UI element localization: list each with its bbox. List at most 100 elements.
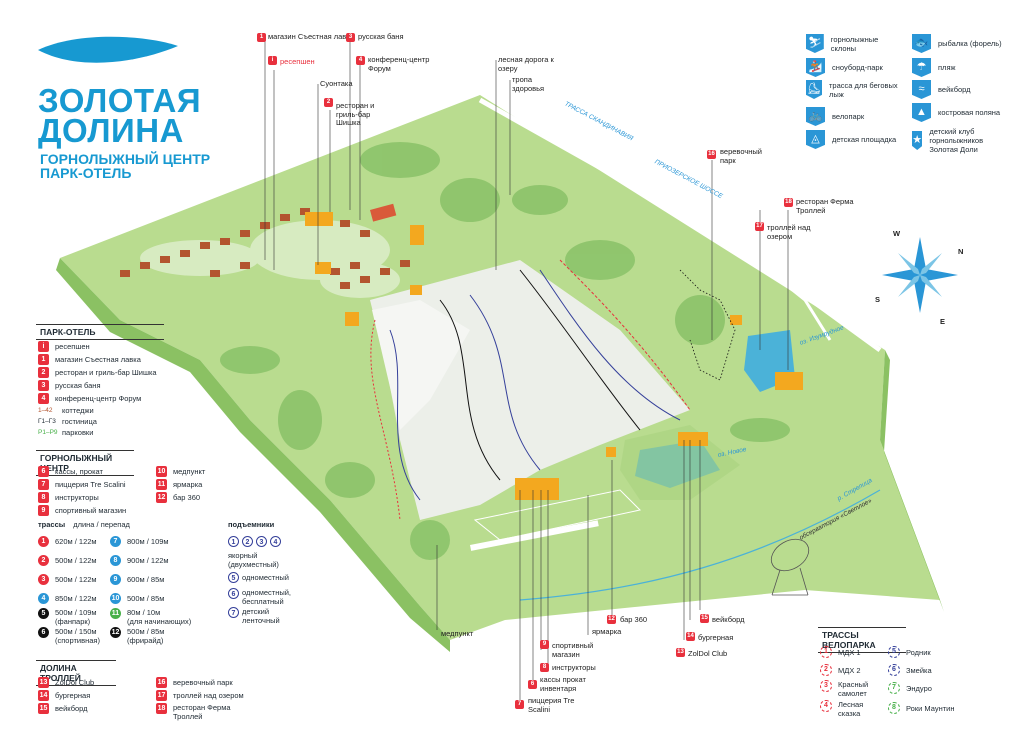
map-label-instructors: инструкторы [552, 663, 596, 672]
map-pin[interactable]: 12 [607, 615, 616, 624]
compass-s: S [875, 295, 881, 304]
map-pin[interactable]: i [268, 56, 277, 65]
trail-note: (фрирайд) [127, 636, 164, 645]
lift-marker: 6 [228, 588, 239, 599]
map-pin[interactable]: 4 [356, 56, 365, 65]
bike-trail-label: Змейка [906, 665, 932, 675]
map-pin[interactable]: 17 [755, 222, 764, 231]
pin-marker: 12 [156, 492, 167, 503]
bike-trail-marker: 4 [820, 700, 832, 712]
legend-label: конференц-центр Форум [55, 394, 142, 403]
pin-marker: 18 [156, 703, 167, 714]
legend-label: бар 360 [173, 493, 201, 502]
map-label-suontaka: Суонтака [320, 79, 353, 88]
fishing-icon: 🐟 [912, 34, 931, 53]
activity-item: ★детский клуб горнолыжников Золотая Доли [912, 127, 1012, 154]
trail-marker: 7 [110, 536, 121, 547]
campfire-icon: ▲ [912, 103, 931, 122]
map-pin[interactable]: 6 [528, 680, 537, 689]
map-label-rope-park: веревочный парк [720, 147, 762, 165]
pin-marker: 10 [156, 466, 167, 477]
playground-icon: ◬ [806, 130, 825, 149]
map-label-shop: магазин Съестная лавка [268, 32, 354, 41]
brand-subtitle: ГОРНОЛЫЖНЫЙ ЦЕНТР ПАРК-ОТЕЛЬ [40, 152, 210, 180]
skier-icon: ⛷ [806, 34, 824, 53]
cross-country-ski-icon: ⛸ [806, 80, 822, 99]
map-pin[interactable]: 13 [676, 648, 685, 657]
observatory-dish-icon [770, 538, 810, 596]
compass-e: E [940, 317, 946, 326]
map-pin[interactable]: 9 [540, 640, 549, 649]
pin-marker: 2 [38, 367, 49, 378]
map-label-wake: вейкборд [712, 615, 745, 624]
legend-item: 18 ресторан Ферма Троллей [156, 703, 243, 721]
legend-item: 12 бар 360 [156, 492, 200, 503]
pin-marker: 7 [38, 479, 49, 490]
trail-length: 500м / 85м [127, 627, 165, 636]
compass-icon [882, 237, 958, 313]
map-terrain-edge [56, 258, 450, 652]
map-pin[interactable]: 2 [324, 98, 333, 107]
pin-marker: 17 [156, 690, 167, 701]
bike-trail-label: Эндуро [906, 683, 932, 693]
pin-marker: 11 [156, 479, 167, 490]
legend-label: гостиница [62, 417, 97, 426]
activity-item: ⛷горнолыжные склоны [806, 34, 901, 53]
trail-marker: 12 [110, 627, 121, 638]
brand-title-line1: ЗОЛОТАЯ [38, 82, 202, 119]
lift-label: одноместный, бесплатный [242, 588, 292, 606]
bike-icon: 🚲 [806, 107, 825, 126]
map-pin[interactable]: 14 [686, 632, 695, 641]
pin-marker: 6 [38, 466, 49, 477]
activity-label: детский клуб горнолыжников Золотая Доли [929, 127, 984, 154]
activity-item: ☂пляж [912, 58, 956, 77]
map-pin[interactable]: 15 [700, 614, 709, 623]
trail-marker: 8 [110, 555, 121, 566]
trail-note: (спортивная) [55, 636, 100, 645]
map-label-trolley: троллей над озером [767, 223, 811, 241]
trail-marker: 5 [38, 608, 49, 619]
map-pin[interactable]: 16 [707, 150, 716, 159]
lift-marker: 4 [270, 536, 281, 547]
lift-marker: 5 [228, 572, 239, 583]
trail-length: 500м / 85м [127, 594, 165, 603]
lift-label: детский ленточный [242, 607, 280, 625]
map-pin[interactable]: 8 [540, 663, 549, 672]
pin-marker: 8 [38, 492, 49, 503]
pin-marker: 14 [38, 690, 49, 701]
activity-item: 🚲велопарк [806, 107, 864, 126]
map-label-pizzeria: пиццерия Tre Scalini [528, 696, 575, 714]
legend-label: ресторан Ферма Троллей [173, 703, 231, 721]
legend-label: бургерная [55, 691, 91, 700]
map-pin[interactable]: 3 [346, 33, 355, 42]
map-label-banya: русская баня [358, 32, 404, 41]
map-label-sport-shop: спортивный магазин [552, 641, 594, 659]
map-pin[interactable]: 7 [515, 700, 524, 709]
map-pin[interactable]: 1 [257, 33, 266, 42]
legend-label: медпункт [173, 467, 206, 476]
map-pin[interactable]: 18 [784, 198, 793, 207]
legend-label: парковки [62, 428, 94, 437]
bike-trail-label: Родник [906, 647, 931, 657]
map-label-forum: конференц-центр Форум [368, 55, 430, 73]
trail-length: 850м / 122м [55, 594, 97, 603]
